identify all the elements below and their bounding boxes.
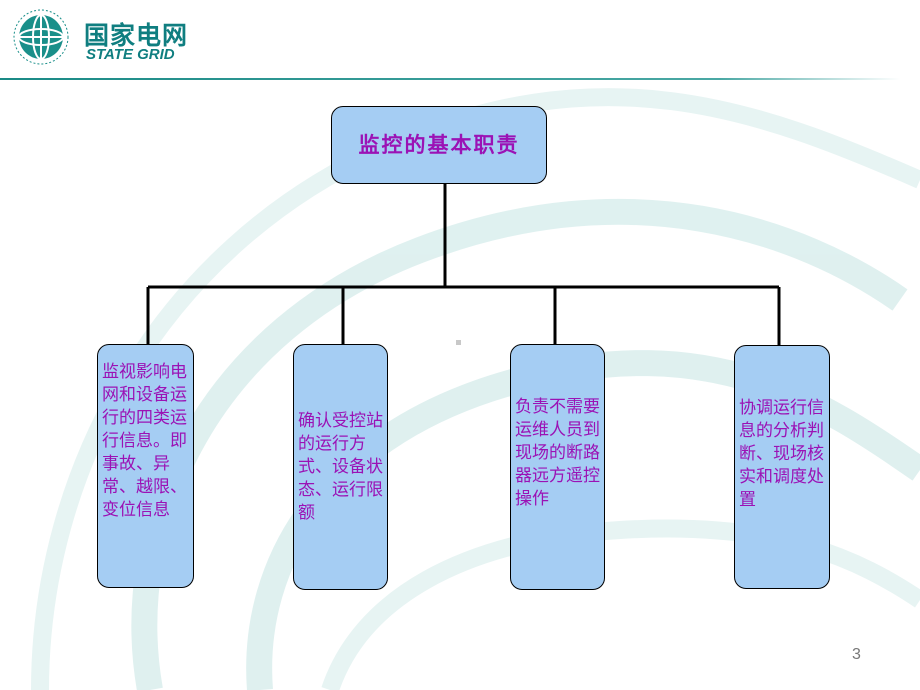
root-node: 监控的基本职责 (331, 106, 547, 184)
page-number: 3 (852, 646, 861, 663)
globe-icon (13, 9, 69, 65)
logo-name-cn: 国家电网 (84, 21, 189, 50)
child-node-4-label: 协调运行信息的分析判断、现场核实和调度处置 (739, 398, 824, 510)
child-node-3: 负责不需要运维人员到现场的断路器远方遥控操作 (510, 344, 605, 590)
state-grid-logo: 国家电网 STATE GRID (8, 6, 198, 66)
logo-name-en: STATE GRID (86, 46, 175, 63)
header-divider (0, 78, 900, 80)
decorative-dot (456, 340, 461, 345)
child-node-3-label: 负责不需要运维人员到现场的断路器远方遥控操作 (515, 397, 600, 509)
child-node-1: 监视影响电网和设备运行的四类运行信息。即事故、异常、越限、变位信息 (97, 344, 194, 588)
child-node-1-label: 监视影响电网和设备运行的四类运行信息。即事故、异常、越限、变位信息 (102, 362, 187, 520)
child-node-2-label: 确认受控站的运行方式、设备状态、运行限额 (298, 410, 383, 523)
child-node-4: 协调运行信息的分析判断、现场核实和调度处置 (734, 345, 830, 589)
child-node-2: 确认受控站的运行方式、设备状态、运行限额 (293, 344, 388, 590)
root-node-label: 监控的基本职责 (358, 132, 520, 157)
